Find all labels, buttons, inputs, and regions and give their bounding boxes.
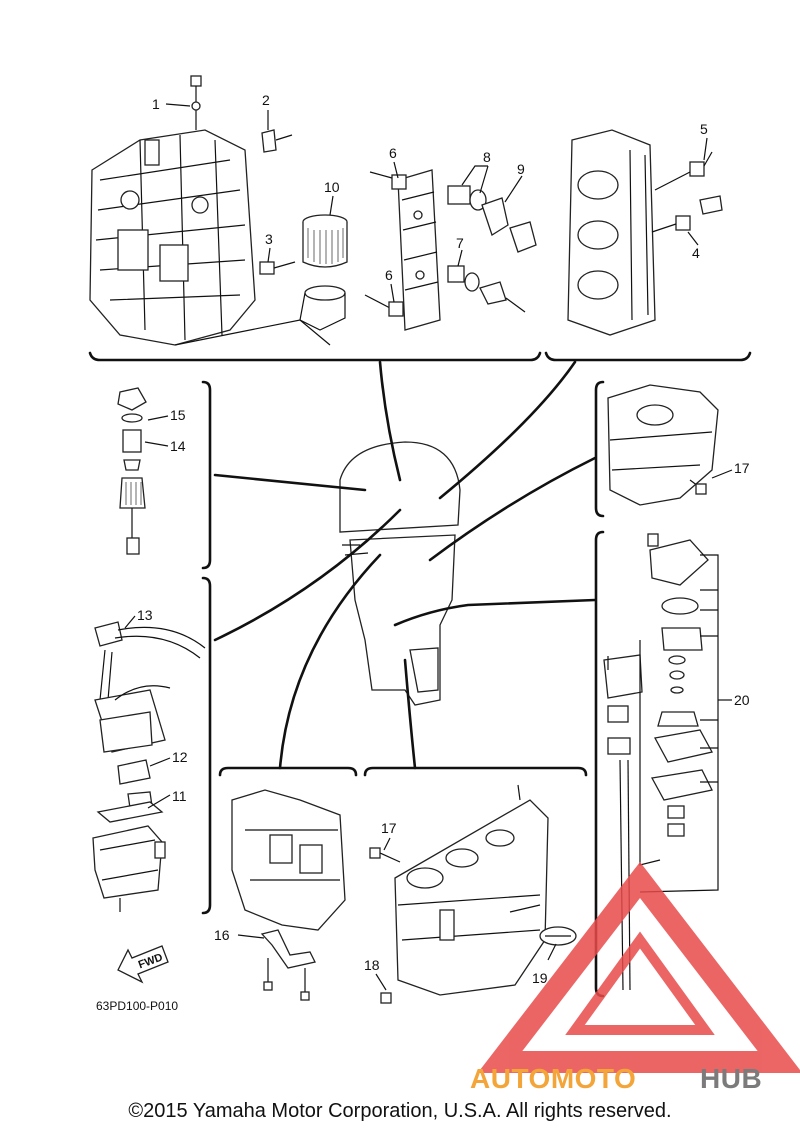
callout-19: 19 [532, 970, 548, 986]
bracket-fuel-filter [201, 380, 212, 570]
fwd-arrow-icon: FWD [117, 945, 169, 984]
water-pump-illustration [603, 533, 713, 991]
callout-14: 14 [170, 438, 186, 454]
leader-water-pump [393, 598, 597, 627]
callout-6b: 6 [385, 267, 393, 283]
leader-fuel-filter [213, 473, 367, 492]
part-5-sensor [654, 151, 713, 191]
callout-18b: 18 [364, 957, 380, 973]
part-8-thermostat [447, 185, 487, 211]
part-19-anode [539, 926, 577, 946]
callout-4: 4 [692, 245, 700, 261]
callout-18a: 17 [381, 820, 397, 836]
part-9-gasket [481, 197, 537, 253]
part-1-bolt [190, 75, 202, 130]
leader-head [438, 360, 577, 500]
watermark-brand-gray: HUB [700, 1063, 762, 1094]
fuel-filter-illustration [117, 387, 147, 555]
part-16-bracket [260, 929, 316, 1001]
outboard-motor-outline [339, 441, 461, 706]
callout-17: 17 [734, 460, 750, 476]
part-18-bolt-lower [380, 992, 392, 1004]
bracket-oil-pan [594, 380, 605, 518]
part-18-bolt-upper [369, 847, 401, 863]
leader-bracket [278, 553, 382, 770]
part-7-valve [447, 265, 526, 313]
callout-13: 13 [137, 607, 153, 623]
bracket-top-right [544, 351, 752, 362]
callout-2: 2 [262, 92, 270, 108]
bracket-steering [218, 766, 358, 777]
part-6-spring-upper [369, 171, 407, 190]
callout-12: 12 [172, 749, 188, 765]
bracket-top-left [88, 351, 542, 362]
lower-case-illustration [394, 784, 549, 996]
copyright-notice: ©2015 Yamaha Motor Corporation, U.S.A. A… [128, 1100, 672, 1122]
watermark-logo [477, 861, 800, 1073]
callout-20: 20 [734, 692, 750, 708]
part-2-clip [261, 129, 293, 153]
callout-11: 11 [172, 788, 187, 804]
steering-bracket-illustration [231, 789, 346, 931]
callout-10: 10 [324, 179, 340, 195]
bracket-fuel-system [201, 576, 212, 915]
oil-pan-illustration [607, 384, 719, 506]
part-20-kit-brackets [639, 554, 719, 893]
callout-5: 5 [700, 121, 708, 137]
cylinder-block-illustration [89, 129, 331, 346]
drawing-code: 63PD100-P010 [96, 999, 178, 1013]
callout-16: 16 [214, 927, 230, 943]
leader-oil-pan [428, 456, 597, 562]
part-3-fitting [259, 261, 296, 275]
callout-6a: 6 [389, 145, 397, 161]
fuel-system-illustration [92, 621, 206, 912]
part-10-oil-filter [299, 214, 348, 331]
thermostat-cover-illustration [397, 169, 441, 331]
callout-15: 15 [170, 407, 186, 423]
callout-7: 7 [456, 235, 464, 251]
leader-block [378, 360, 402, 482]
part-6-spring-lower [364, 294, 404, 317]
callout-9: 9 [517, 161, 525, 177]
callout-8: 8 [483, 149, 491, 165]
callout-1: 1 [152, 96, 160, 112]
leader-lower-unit [403, 658, 417, 770]
cylinder-head-illustration [567, 129, 656, 336]
part-4-plug [651, 195, 723, 233]
leader-fuel-pump [213, 508, 402, 642]
callout-3: 3 [265, 231, 273, 247]
watermark-brand-orange: AUTOMOTO [470, 1063, 636, 1094]
bracket-lower-case [363, 766, 588, 777]
